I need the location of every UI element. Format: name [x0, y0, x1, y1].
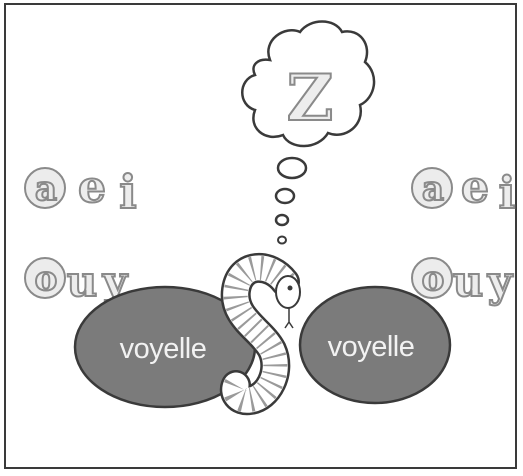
left-vowel-1: a [35, 169, 57, 209]
right-vowel-5: u [453, 257, 484, 306]
left-vowel-group: a e i o u y [24, 161, 138, 307]
thought-dot-medium [274, 187, 296, 205]
right-vowel-group: a e i o u y [411, 161, 516, 307]
left-vowel-4: o [35, 259, 58, 299]
left-vowel-5: u [67, 257, 98, 306]
left-vowel-3: i [119, 165, 136, 219]
snake-s [219, 253, 301, 416]
right-vowel-6: y [487, 257, 514, 306]
snake-head [275, 275, 301, 309]
thought-bubble: Z [241, 20, 376, 245]
thought-dot-small [274, 213, 290, 227]
right-vowel-oval: voyelle [298, 285, 452, 405]
thought-letter-z: Z [287, 61, 334, 136]
thought-dot-large [276, 156, 308, 180]
right-vowel-2: e [461, 162, 489, 213]
right-vowel-4: o [422, 259, 445, 299]
right-vowel-1: a [422, 169, 444, 209]
left-vowel-2: e [78, 162, 106, 213]
thought-dot-tiny [277, 235, 287, 245]
snake-eye [287, 285, 293, 291]
right-vowel-3: i [499, 168, 516, 219]
right-oval-label: voyelle [328, 331, 415, 363]
left-oval-label: voyelle [120, 333, 207, 365]
snake-tongue [284, 308, 294, 329]
